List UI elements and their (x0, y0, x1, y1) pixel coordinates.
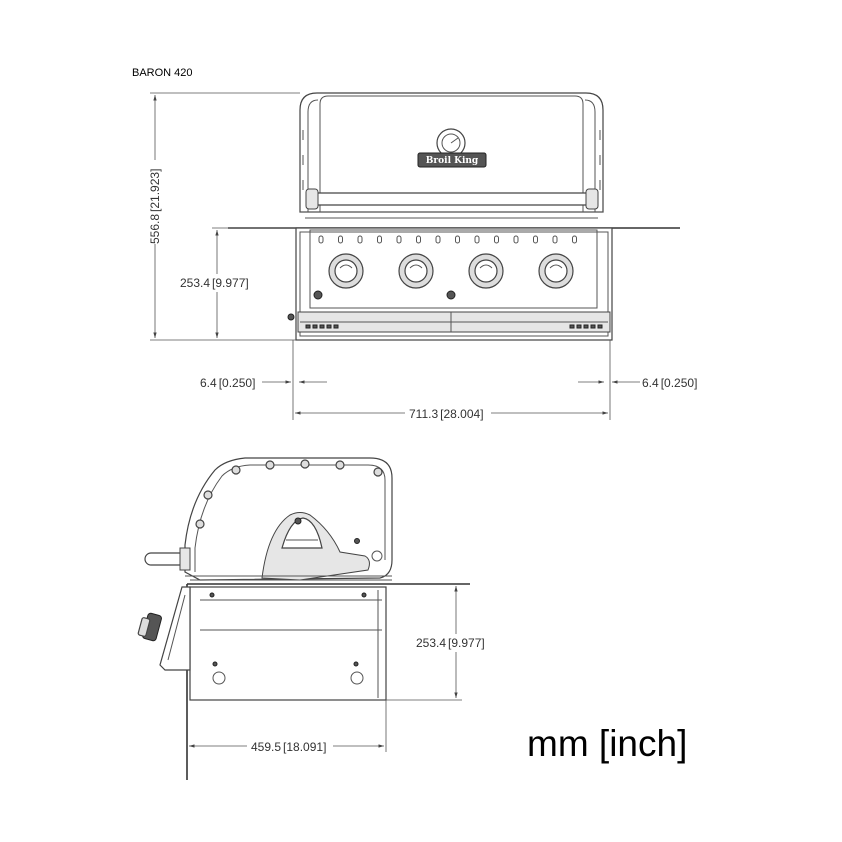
porthole (552, 235, 558, 244)
dim-total-height: 556.8[21.923] (144, 92, 300, 341)
dim-side-gap-right: 6.4[0.250] (578, 340, 697, 420)
porthole (338, 235, 343, 244)
knob-icon (538, 253, 574, 289)
handle-icon (144, 547, 191, 571)
control-panel (287, 227, 613, 341)
dim-cutout-depth-label: 459.5[18.091] (251, 740, 326, 754)
light-button (446, 290, 456, 300)
dim-cutout-width-label: 711.3[28.004] (409, 407, 484, 421)
porthole (396, 235, 402, 244)
porthole (435, 235, 441, 244)
dim-cutout-height-front: 253.4[9.977] (176, 227, 296, 338)
units-label: mm [inch] (527, 723, 687, 764)
dim-cutout-height-side: 253.4[9.977] (386, 586, 493, 701)
knob-icon (468, 253, 504, 289)
dim-cutout-height-front-label: 253.4[9.977] (180, 276, 249, 290)
dim-side-gap-right-label: 6.4[0.250] (642, 376, 697, 390)
dim-side-gap-left: 6.4[0.250] (200, 340, 327, 420)
side-view: 253.4[9.977] 459.5[18.091] (137, 457, 493, 780)
vent-slots-right (569, 324, 603, 329)
porthole (572, 235, 577, 244)
front-view: Broil King 556.8[21.923] (144, 92, 697, 421)
porthole (377, 235, 382, 244)
side-knob-icon (137, 612, 162, 642)
porthole (318, 235, 324, 244)
vent-slots-left (305, 324, 339, 329)
grill-lid-side (144, 457, 393, 581)
burner-knobs (328, 253, 574, 289)
dim-cutout-width: 711.3[28.004] (295, 405, 608, 421)
firebox-side (137, 586, 387, 701)
brand-logo-text: Broil King (426, 156, 479, 166)
dim-cutout-height-side-label: 253.4[9.977] (416, 636, 485, 650)
porthole (533, 235, 538, 244)
dim-cutout-depth: 459.5[18.091] (189, 700, 387, 754)
knob-icon (328, 253, 364, 289)
porthole-row (318, 235, 577, 244)
knob-icon (398, 253, 434, 289)
porthole (357, 235, 363, 244)
brand-logo: Broil King (417, 152, 487, 168)
igniter-button (313, 290, 323, 300)
model-title: BARON 420 (132, 67, 193, 79)
porthole (513, 235, 519, 244)
porthole (455, 235, 460, 244)
porthole (474, 235, 480, 244)
dim-side-gap-left-label: 6.4[0.250] (200, 376, 255, 390)
dim-total-height-label: 556.8[21.923] (148, 169, 162, 244)
porthole (494, 235, 499, 244)
porthole (416, 235, 421, 244)
